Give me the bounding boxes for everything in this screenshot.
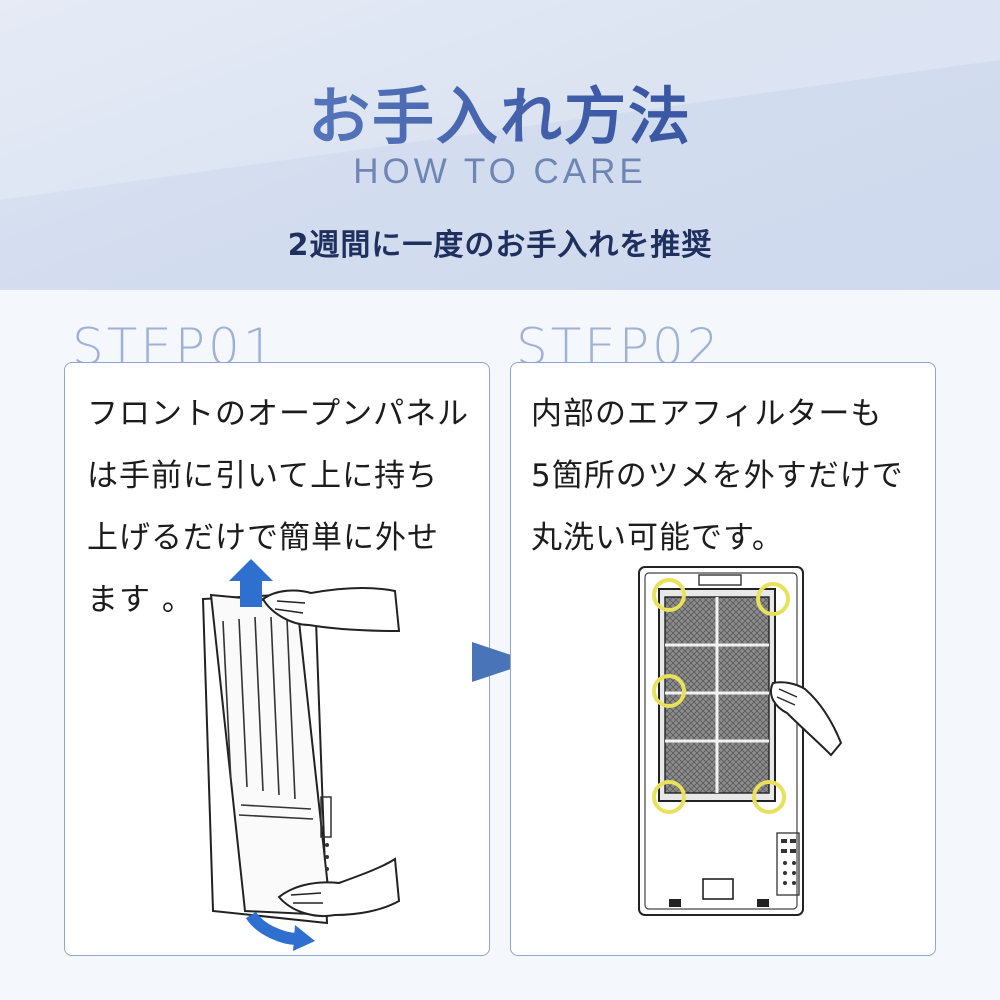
front-panel-illustration bbox=[201, 559, 401, 951]
step2-card: 内部のエアフィルターも 5箇所のツメを外すだけで 丸洗い可能です。 bbox=[510, 362, 936, 956]
step1-line: フロントのオープンパネル bbox=[87, 396, 470, 432]
step1-card: フロントのオープンパネル は手前に引いて上に持ち 上げるだけで簡単に外せ ます … bbox=[64, 362, 490, 956]
step2-description: 内部のエアフィルターも 5箇所のツメを外すだけで 丸洗い可能です。 bbox=[531, 383, 921, 569]
page-subtitle: HOW TO CARE bbox=[353, 152, 647, 191]
triangle-right-icon bbox=[472, 642, 532, 682]
step2-line: 5箇所のツメを外すだけで bbox=[531, 458, 904, 494]
recommendation-banner: 2週間に一度のお手入れを推奨 bbox=[0, 220, 1000, 264]
step1-line: 上げるだけで簡単に外せ bbox=[87, 520, 439, 556]
recommendation-text: 2週間に一度のお手入れを推奨 bbox=[283, 220, 717, 264]
page-title: お手入れ方法 bbox=[0, 66, 1000, 156]
arrow-up-icon bbox=[229, 559, 273, 607]
air-filter-illustration bbox=[638, 566, 843, 916]
claw-circle bbox=[756, 582, 790, 616]
step2-line: 丸洗い可能です。 bbox=[531, 520, 784, 556]
step2-line: 内部のエアフィルターも bbox=[531, 396, 883, 432]
step1-line: は手前に引いて上に持ち bbox=[87, 458, 439, 494]
step1-line: ます 。 bbox=[87, 582, 194, 618]
next-step-arrow bbox=[472, 642, 532, 682]
header-sheen bbox=[0, 0, 1000, 200]
claw-markers bbox=[652, 578, 790, 814]
claw-circle bbox=[652, 578, 686, 612]
claw-circle bbox=[652, 780, 686, 814]
claw-circle bbox=[752, 780, 786, 814]
header-section: お手入れ方法 HOW TO CARE 2週間に一度のお手入れを推奨 bbox=[0, 0, 1000, 290]
arrow-curve-icon bbox=[245, 911, 315, 951]
claw-circle bbox=[652, 674, 686, 708]
step1-description: フロントのオープンパネル は手前に引いて上に持ち 上げるだけで簡単に外せ ます … bbox=[87, 383, 477, 631]
